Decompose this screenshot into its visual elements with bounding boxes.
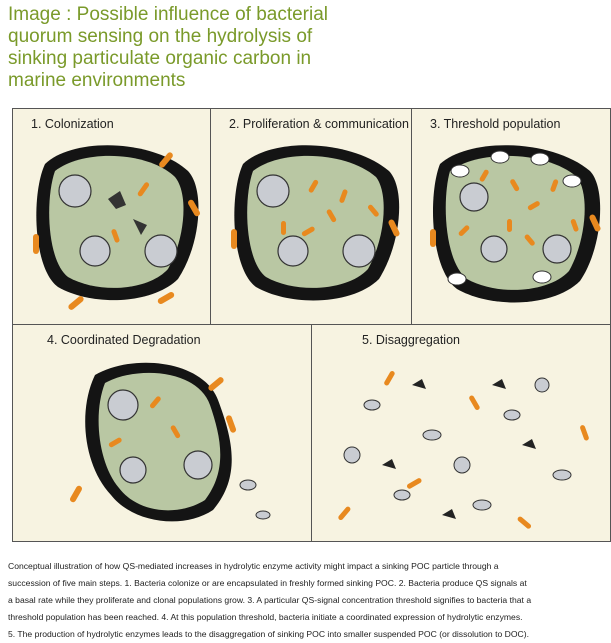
- panel-label: 4. Coordinated Degradation: [47, 333, 201, 347]
- disaggregation-illustration: [312, 325, 611, 542]
- title-line: marine environments: [8, 70, 368, 92]
- qs-signal-bubble: [448, 273, 466, 285]
- panel-colonization: 1. Colonization: [12, 108, 211, 325]
- panel-label: 2. Proliferation & communication: [229, 117, 409, 131]
- bacterium: [406, 477, 422, 489]
- suspended-fragment: [394, 490, 410, 500]
- bacterium: [579, 424, 589, 441]
- diatom-fragment: [344, 447, 360, 463]
- suspended-fragment: [473, 500, 491, 510]
- degradation-illustration: [13, 325, 312, 542]
- panel-label: 5. Disaggregation: [362, 333, 460, 347]
- bacterium: [231, 229, 237, 249]
- panel-coordinated-degradation: 4. Coordinated Degradation: [12, 324, 312, 542]
- detritus-fragment: [522, 439, 536, 449]
- bacterium: [430, 229, 436, 247]
- threshold-illustration: [412, 109, 611, 325]
- suspended-fragment: [553, 470, 571, 480]
- colonization-illustration: [13, 109, 211, 325]
- title-line: sinking particulate organic carbon in: [8, 48, 368, 70]
- panel-label: 1. Colonization: [31, 117, 114, 131]
- bacterium: [468, 395, 480, 411]
- diatom: [278, 236, 308, 266]
- qs-signal-bubble: [531, 153, 549, 165]
- caption-line: 5. The production of hydrolytic enzymes …: [8, 626, 608, 643]
- panel-threshold: 3. Threshold population: [411, 108, 611, 325]
- detritus-fragment: [412, 379, 426, 389]
- diatom: [257, 175, 289, 207]
- panel-label: 3. Threshold population: [430, 117, 560, 131]
- diatom: [59, 175, 91, 207]
- bacterium: [281, 221, 286, 235]
- qs-signal-bubble: [563, 175, 581, 187]
- suspended-fragment: [240, 480, 256, 490]
- matrix: [446, 156, 585, 290]
- diatom: [80, 236, 110, 266]
- bacterium: [517, 516, 532, 530]
- title-line: Image : Possible influence of bacterial: [8, 4, 368, 26]
- diatom: [543, 235, 571, 263]
- diatom: [108, 390, 138, 420]
- detritus-fragment: [492, 379, 506, 389]
- detritus-fragment: [442, 509, 456, 519]
- diatom-fragment: [454, 457, 470, 473]
- panel-disaggregation: 5. Disaggregation: [311, 324, 611, 542]
- bacterium: [157, 291, 176, 305]
- caption-line: threshold population has been reached. 4…: [8, 609, 608, 626]
- diatom: [120, 457, 146, 483]
- proliferation-illustration: [211, 109, 412, 325]
- bacterium: [33, 234, 39, 254]
- diatom: [184, 451, 212, 479]
- diatom-fragment: [535, 378, 549, 392]
- title-line: quorum sensing on the hydrolysis of: [8, 26, 368, 48]
- qs-signal-bubble: [451, 165, 469, 177]
- bacterium: [69, 485, 83, 504]
- diatom: [460, 183, 488, 211]
- bacterium: [383, 370, 395, 386]
- suspended-fragment: [364, 400, 380, 410]
- detritus-fragment: [382, 459, 396, 469]
- caption-line: Conceptual illustration of how QS-mediat…: [8, 558, 608, 575]
- caption-line: a basal rate while they proliferate and …: [8, 592, 608, 609]
- diatom: [145, 235, 177, 267]
- bacterium: [507, 219, 512, 232]
- bacterium: [207, 376, 225, 392]
- panel-proliferation: 2. Proliferation & communication: [210, 108, 412, 325]
- suspended-fragment: [504, 410, 520, 420]
- qs-signal-bubble: [491, 151, 509, 163]
- figure-caption: Conceptual illustration of how QS-mediat…: [8, 558, 608, 643]
- bacterium: [337, 506, 351, 521]
- diatom: [343, 235, 375, 267]
- suspended-fragment: [256, 511, 270, 519]
- diatom: [481, 236, 507, 262]
- image-title: Image : Possible influence of bacterial …: [8, 4, 368, 92]
- bacterium: [67, 295, 85, 311]
- caption-line: succession of five main steps. 1. Bacter…: [8, 575, 608, 592]
- suspended-fragment: [423, 430, 441, 440]
- qs-signal-bubble: [533, 271, 551, 283]
